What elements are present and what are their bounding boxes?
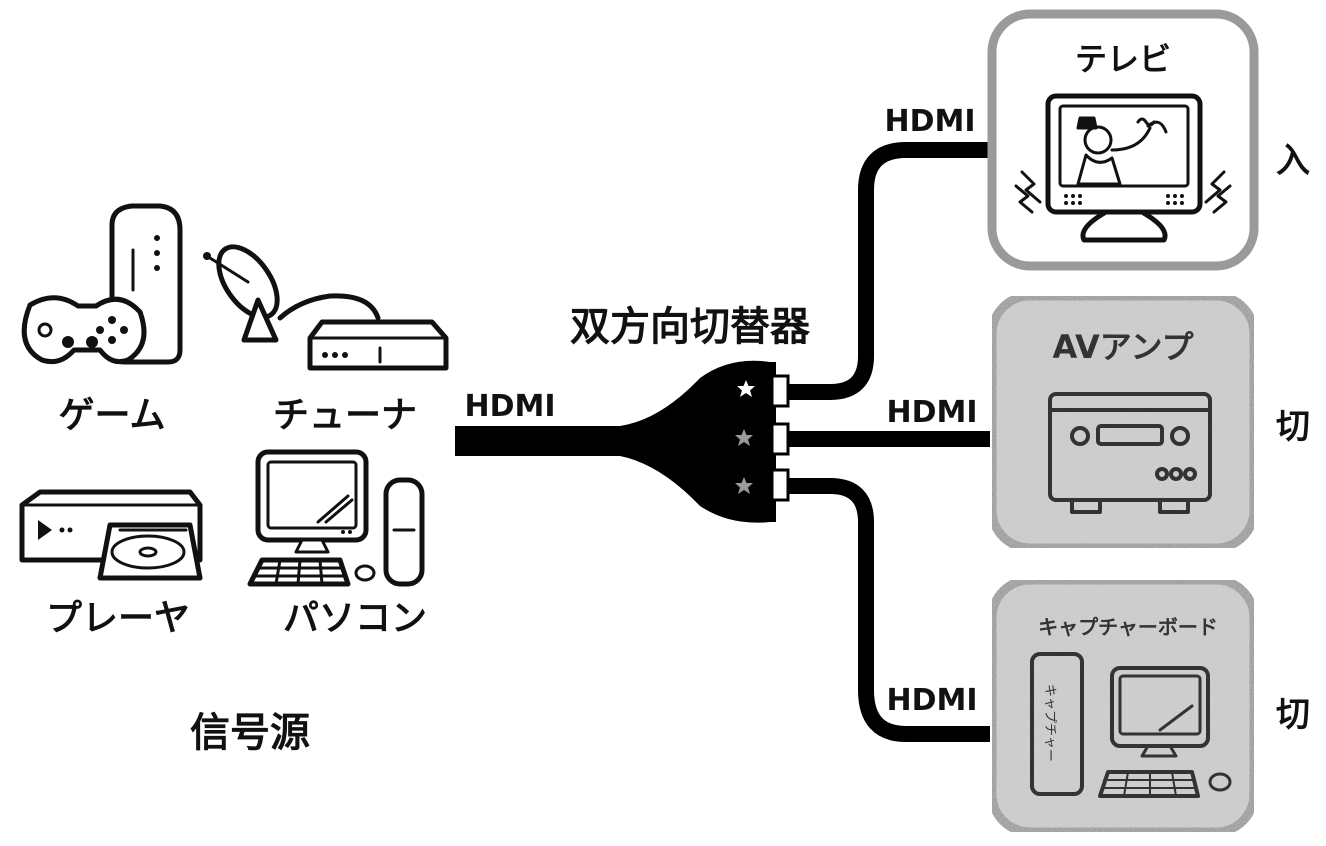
cable-capture xyxy=(788,478,990,742)
capture-device-label: キャプチャー xyxy=(1042,684,1057,762)
source-label-pc: パソコン xyxy=(283,598,427,639)
output-state-amp: 切 xyxy=(1276,407,1310,447)
output-tv: テレビ xyxy=(987,9,1259,271)
output-name-tv: テレビ xyxy=(1075,40,1171,78)
cable-label-capture: HDMI xyxy=(886,683,977,718)
pc-icon xyxy=(247,449,425,587)
output-state-tv: 入 xyxy=(1276,141,1310,181)
input-cable: HDMI xyxy=(455,389,635,456)
output-amp: AVアンプ xyxy=(987,291,1259,553)
output-state-capture: 切 xyxy=(1276,695,1310,735)
cable-tv xyxy=(788,142,990,400)
source-player: プレーヤ xyxy=(19,489,203,639)
source-label-game: ゲーム xyxy=(59,395,166,436)
hdmi-switcher xyxy=(620,360,790,523)
cable-label-input: HDMI xyxy=(464,389,555,424)
av-amp-icon xyxy=(1048,392,1212,514)
capture-pc-icon: キャプチャー xyxy=(1030,652,1232,798)
output-capture: キャプチャーボード キャプチャー xyxy=(987,575,1259,837)
source-pc: パソコン xyxy=(247,449,427,639)
cable-label-amp: HDMI xyxy=(886,395,977,430)
output-name-capture: キャプチャーボード xyxy=(1038,615,1218,639)
switcher-label: 双方向切替器 xyxy=(570,304,811,350)
source-label-player: プレーヤ xyxy=(46,598,190,639)
cable-label-tv: HDMI xyxy=(884,104,975,139)
source-tuner: チューナ xyxy=(203,244,449,436)
disc-player-icon xyxy=(19,489,203,581)
output-name-amp: AVアンプ xyxy=(1052,328,1194,366)
source-label-tuner: チューナ xyxy=(273,395,417,436)
tv-icon xyxy=(1014,93,1232,243)
source-game: ゲーム xyxy=(21,203,183,436)
tuner-box-icon xyxy=(307,319,449,371)
gamepad-icon xyxy=(21,295,147,365)
satellite-dish-icon xyxy=(203,244,280,343)
source-group-label: 信号源 xyxy=(190,710,310,756)
